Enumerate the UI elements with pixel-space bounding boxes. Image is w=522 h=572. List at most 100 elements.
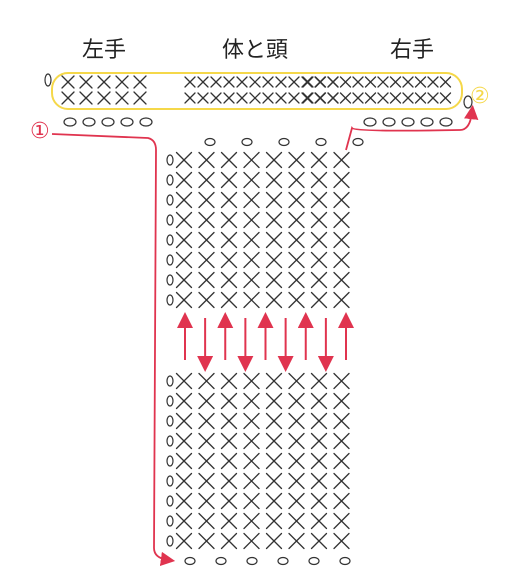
- body-row-turn-chain: [166, 415, 174, 427]
- single-crochet-stroke: [198, 472, 215, 490]
- body-sc: [288, 271, 305, 289]
- right-hand-chain: [382, 117, 396, 127]
- single-crochet-stroke: [262, 76, 274, 88]
- body-sc: [220, 271, 238, 289]
- single-crochet-stroke: [310, 171, 328, 189]
- body-sc: [333, 211, 350, 229]
- left-hand-chain: [101, 117, 115, 127]
- single-crochet-stroke: [198, 492, 215, 510]
- right-hand-chain: [401, 117, 415, 127]
- body-sc: [333, 231, 350, 249]
- single-crochet-stroke: [198, 191, 215, 209]
- single-crochet-stroke: [288, 432, 305, 450]
- body-sc: [220, 432, 238, 450]
- body-top-chain: [278, 137, 290, 147]
- top-band-right-sc: [402, 92, 414, 104]
- left-hand-chain: [63, 117, 77, 127]
- single-crochet-stroke: [265, 532, 283, 550]
- single-crochet-stroke: [333, 532, 350, 550]
- top-band-center-sc: [223, 76, 235, 88]
- body-sc: [220, 452, 238, 470]
- body-sc: [310, 532, 328, 550]
- body-sc: [288, 532, 305, 550]
- single-crochet-stroke: [265, 512, 283, 530]
- single-crochet-stroke: [288, 412, 305, 430]
- top-band-right-sc: [414, 76, 427, 88]
- single-crochet-stroke: [249, 76, 261, 88]
- single-crochet-stroke: [265, 291, 283, 309]
- top-band-center-sc: [249, 92, 261, 104]
- header-right-hand: 右手: [390, 38, 435, 63]
- single-crochet-stroke: [265, 392, 283, 410]
- top-band-center-sc: [275, 76, 287, 88]
- top-band-right-sc: [389, 76, 402, 88]
- top-band-right-sc: [302, 76, 314, 88]
- single-crochet-stroke: [265, 151, 283, 169]
- body-sc: [175, 271, 193, 289]
- single-crochet-stroke: [243, 372, 260, 390]
- single-crochet-stroke: [333, 392, 350, 410]
- top-band-right-sc: [327, 92, 339, 104]
- single-crochet-stroke: [310, 472, 328, 490]
- body-row-turn-chain: [166, 234, 174, 246]
- single-crochet-stroke: [220, 432, 238, 450]
- body-sc: [265, 271, 283, 289]
- single-crochet-stroke: [220, 512, 238, 530]
- single-crochet-stroke: [220, 392, 238, 410]
- single-crochet-stroke: [223, 92, 235, 104]
- body-row-turn-chain: [166, 274, 174, 286]
- body-sc: [198, 251, 215, 269]
- body-sc: [333, 492, 350, 510]
- single-crochet-stroke: [262, 92, 274, 104]
- single-crochet-stroke: [288, 532, 305, 550]
- single-crochet-stroke: [198, 392, 215, 410]
- body-sc: [220, 191, 238, 209]
- body-row-turn-chain: [166, 435, 174, 447]
- single-crochet-stroke: [310, 291, 328, 309]
- body-sc: [220, 532, 238, 550]
- body-sc: [288, 231, 305, 249]
- single-crochet-stroke: [402, 92, 414, 104]
- single-crochet-stroke: [243, 472, 260, 490]
- body-sc: [175, 231, 193, 249]
- single-crochet-stroke: [339, 92, 352, 104]
- single-crochet-stroke: [310, 452, 328, 470]
- single-crochet-stroke: [243, 412, 260, 430]
- body-sc: [310, 512, 328, 530]
- single-crochet-stroke: [61, 75, 75, 89]
- single-crochet-stroke: [288, 492, 305, 510]
- single-crochet-stroke: [333, 251, 350, 269]
- left-hand-chain: [139, 117, 153, 127]
- body-sc: [288, 492, 305, 510]
- single-crochet-stroke: [236, 92, 248, 104]
- top-band-center-sc: [197, 92, 209, 104]
- single-crochet-stroke: [301, 76, 313, 88]
- body-sc: [220, 211, 238, 229]
- top-band-center-sc: [288, 92, 300, 104]
- single-crochet-stroke: [243, 432, 260, 450]
- single-crochet-stroke: [364, 92, 377, 104]
- body-sc: [333, 532, 350, 550]
- single-crochet-stroke: [310, 191, 328, 209]
- single-crochet-stroke: [427, 76, 439, 88]
- body-sc: [243, 372, 260, 390]
- body-bottom-chain: [339, 556, 351, 566]
- single-crochet-stroke: [288, 151, 305, 169]
- body-sc: [333, 191, 350, 209]
- body-sc: [198, 532, 215, 550]
- top-band-center-sc: [210, 76, 222, 88]
- single-crochet-stroke: [333, 291, 350, 309]
- body-sc: [198, 171, 215, 189]
- single-crochet-stroke: [327, 76, 339, 88]
- single-crochet-stroke: [175, 512, 193, 530]
- single-crochet-stroke: [310, 211, 328, 229]
- body-sc: [220, 171, 238, 189]
- body-sc: [243, 191, 260, 209]
- single-crochet-stroke: [310, 372, 328, 390]
- body-sc: [198, 231, 215, 249]
- single-crochet-stroke: [288, 512, 305, 530]
- body-row-turn-chain: [166, 395, 174, 407]
- body-row-turn-chain: [166, 375, 174, 387]
- top-band-right-sc: [327, 76, 339, 88]
- top-band-left-sc: [115, 91, 129, 105]
